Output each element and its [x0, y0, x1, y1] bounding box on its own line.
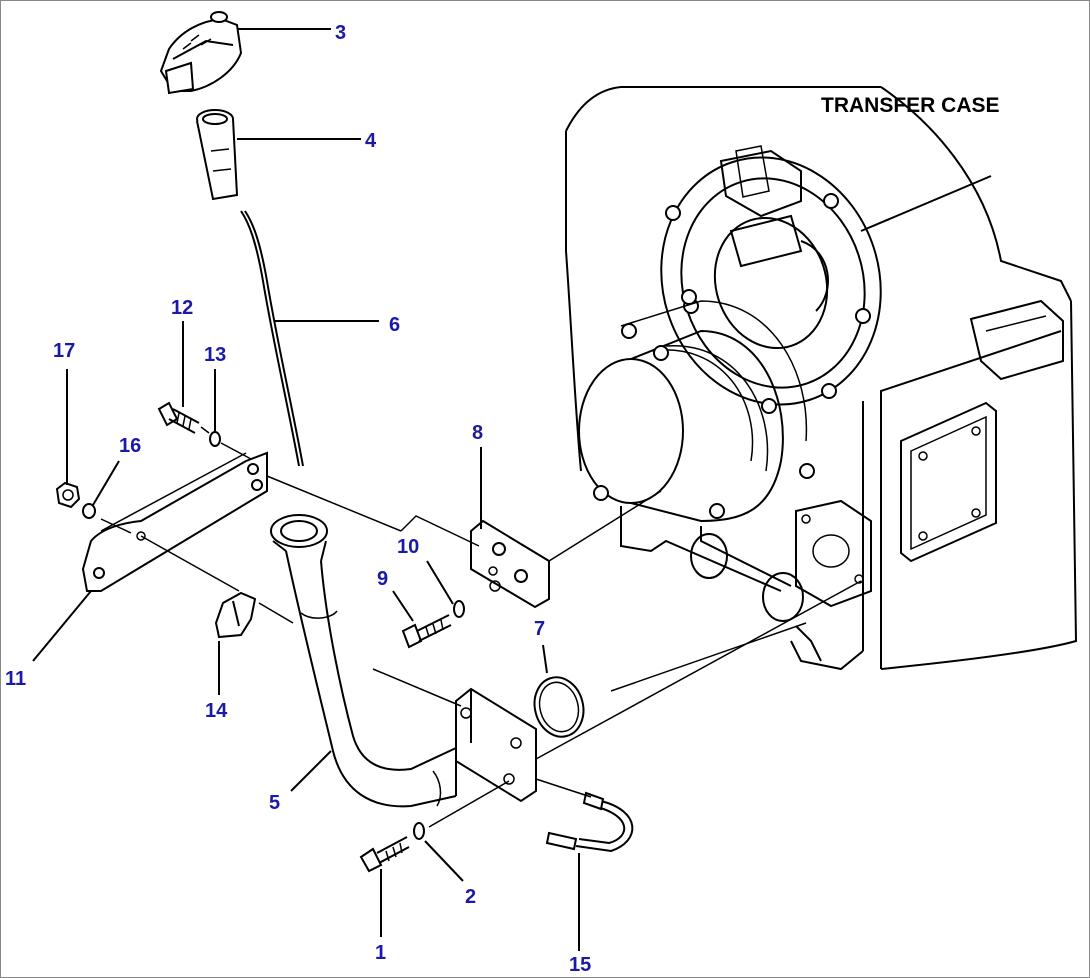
part-bolt-12 — [157, 401, 200, 434]
callout-4: 4 — [365, 130, 377, 152]
callout-17: 17 — [53, 340, 75, 362]
callout-3: 3 — [335, 22, 346, 44]
callout-9: 9 — [377, 568, 388, 590]
part-dipstick — [240, 210, 304, 467]
callout-8: 8 — [472, 422, 483, 444]
part-washer-2 — [413, 822, 425, 840]
part-flange-plate — [470, 519, 550, 609]
callout-13: 13 — [204, 344, 226, 366]
callout-6: 6 — [389, 314, 400, 336]
part-nut-17 — [55, 481, 81, 509]
diagram-title: TRANSFER CASE — [821, 94, 1000, 117]
part-wire-harness — [545, 791, 634, 853]
callout-2: 2 — [465, 886, 476, 908]
callout-12: 12 — [171, 297, 193, 319]
callout-7: 7 — [534, 618, 545, 640]
callout-11: 11 — [5, 668, 26, 690]
part-cap — [159, 11, 243, 95]
callout-16: 16 — [119, 435, 141, 457]
assembly-lines — [100, 426, 862, 828]
callout-5: 5 — [269, 792, 280, 814]
part-clip — [214, 591, 257, 639]
part-bracket — [81, 451, 268, 592]
callout-15: 15 — [569, 954, 591, 976]
callout-10: 10 — [397, 536, 419, 558]
part-adapter-tube — [196, 109, 239, 201]
transfer-case-housing — [565, 86, 1078, 671]
part-o-ring — [533, 676, 585, 738]
part-washer-10 — [453, 600, 465, 618]
leader-lines — [32, 28, 580, 951]
callout-labels: 3 4 6 12 13 17 16 8 10 9 7 11 14 5 2 1 1… — [5, 22, 591, 976]
callout-14: 14 — [205, 700, 228, 722]
callout-1: 1 — [375, 942, 386, 964]
part-filler-tube — [270, 514, 537, 808]
part-bolt-1 — [359, 836, 410, 873]
part-washer-16 — [82, 503, 96, 519]
part-bolt-9 — [401, 614, 452, 649]
part-washer-13 — [209, 431, 221, 447]
